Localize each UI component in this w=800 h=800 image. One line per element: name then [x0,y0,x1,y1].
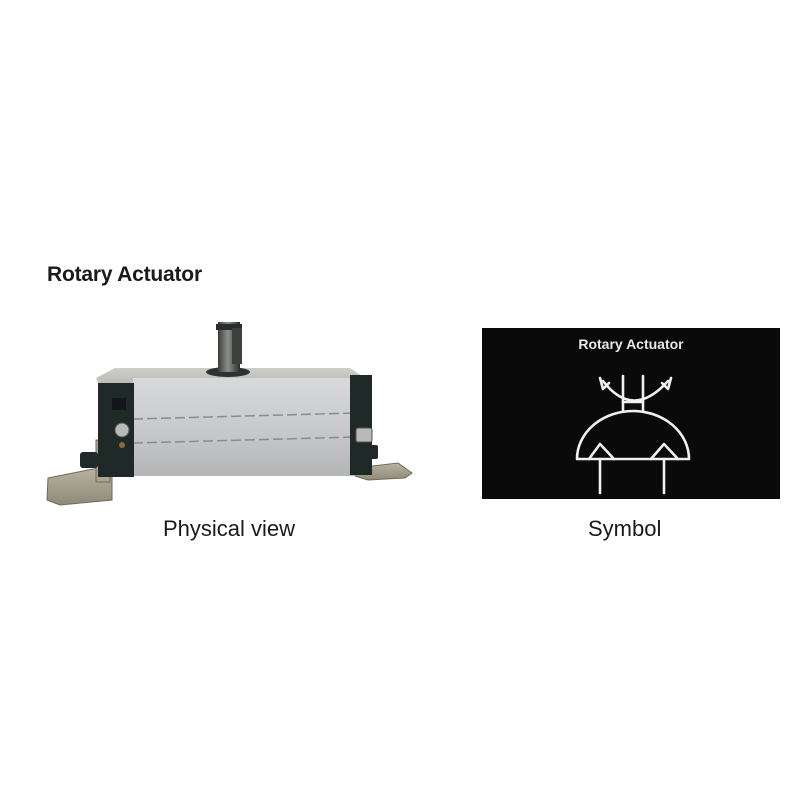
symbol-panel-title: Rotary Actuator [578,336,684,352]
symbol-panel: Rotary Actuator [482,328,780,499]
page-title: Rotary Actuator [47,263,202,286]
rotary-actuator-symbol-icon [575,374,691,495]
rotary-actuator-photo [46,322,413,506]
caption-symbol: Symbol [588,516,662,541]
caption-physical-view: Physical view [163,516,296,541]
